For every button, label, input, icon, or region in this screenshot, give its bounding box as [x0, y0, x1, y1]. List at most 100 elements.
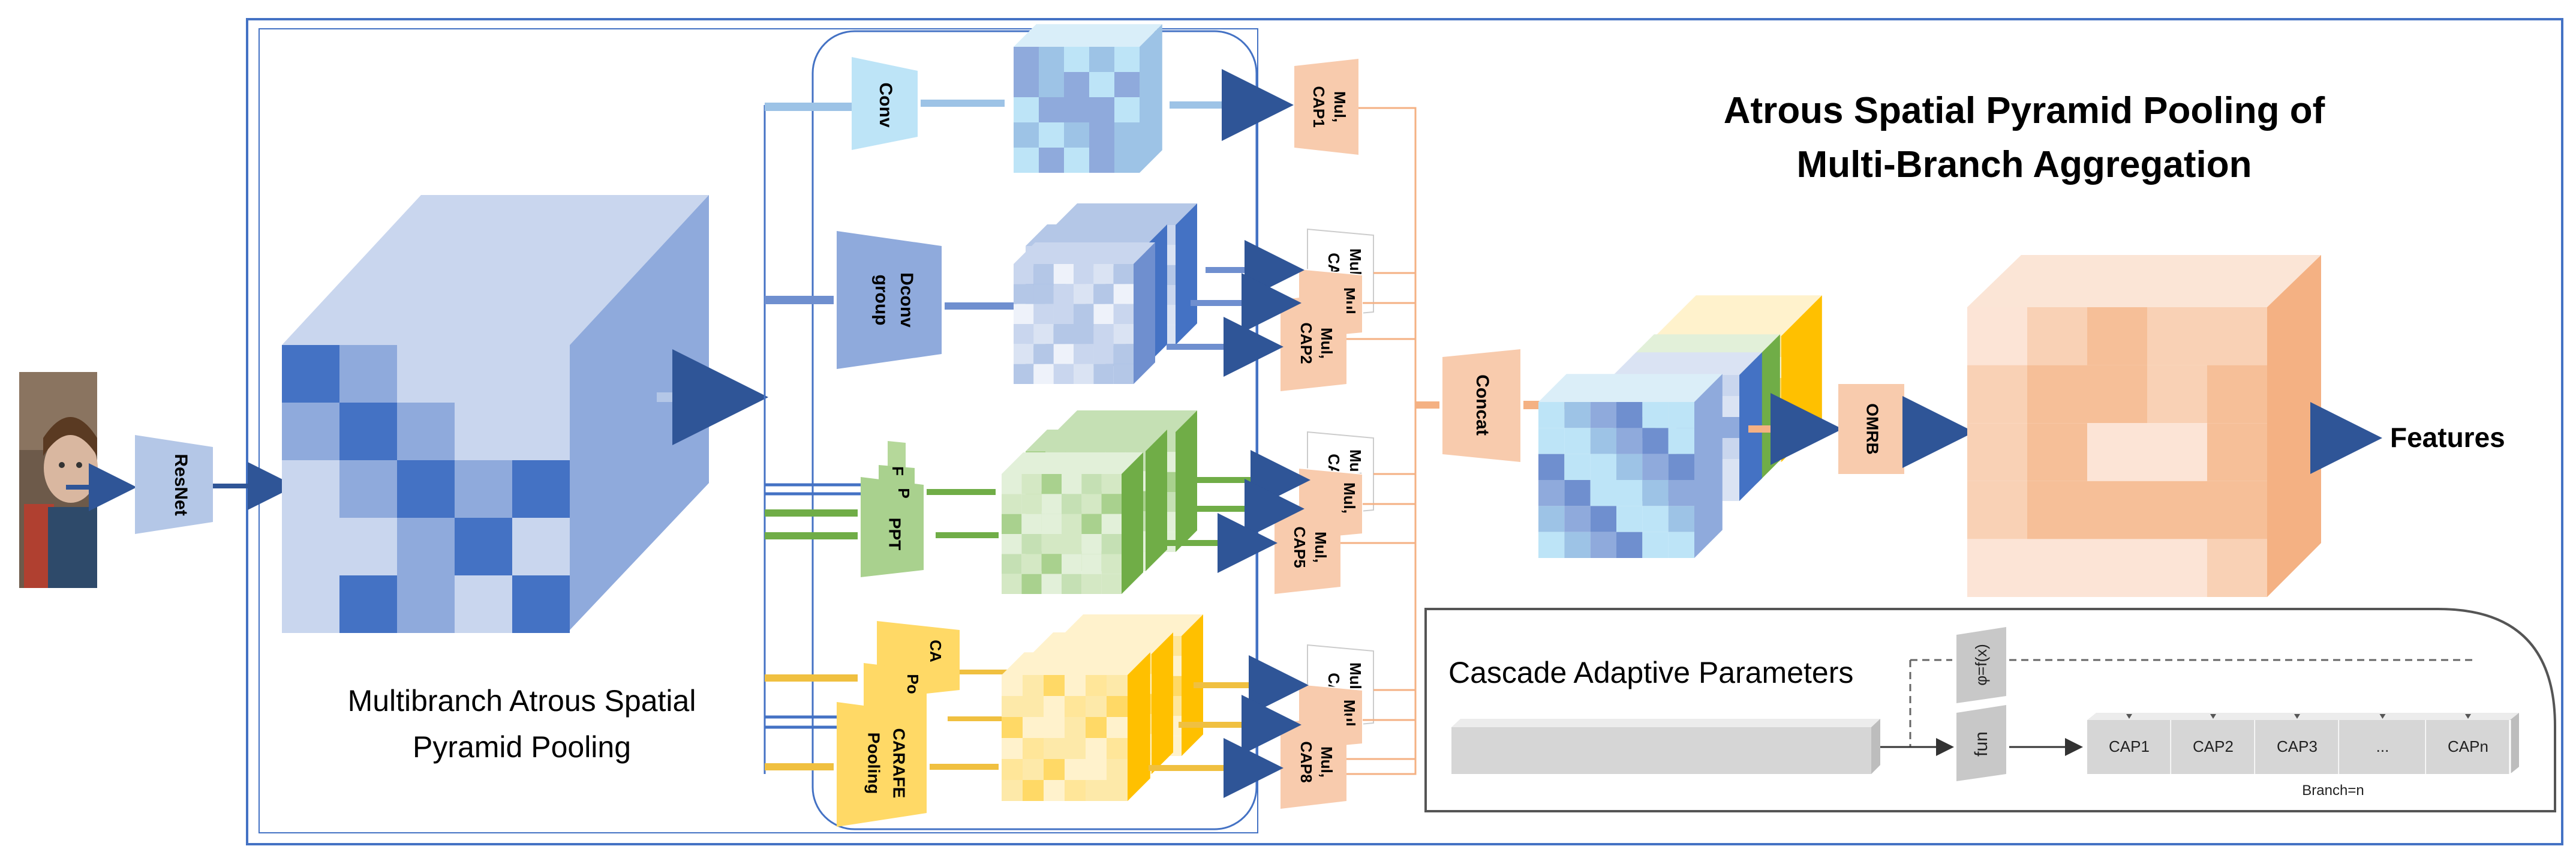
conv-fmap-cell — [1064, 148, 1089, 173]
carafe-fmap-front-cell — [1002, 738, 1023, 759]
cap-input-marker — [2379, 714, 2386, 719]
ppt-fmap-front-side — [1122, 452, 1143, 594]
carafe-fmap-front-cell — [1086, 696, 1107, 717]
conv-fmap-cell — [1039, 47, 1064, 72]
cap-cell-label: CAP2 — [2193, 737, 2234, 755]
dconv-block — [837, 231, 942, 369]
output-cube-cell — [2027, 307, 2087, 365]
cap8-label-1: Mul, — [1318, 746, 1336, 778]
conv-fmap-cell — [1039, 72, 1064, 97]
dconv-fmap-front-cell — [1014, 304, 1034, 324]
carafe-fmap-front-cell — [1023, 717, 1044, 738]
cascade-title: Cascade Adaptive Parameters — [1448, 656, 1853, 689]
output-feature-cube — [1967, 255, 2321, 597]
cap-cell — [2339, 720, 2426, 774]
carafe-fmap-front-cell — [1002, 696, 1023, 717]
dconv-fmap-front-cell — [1074, 364, 1094, 384]
carafe-fmap-front-cell — [1044, 759, 1065, 780]
concat-front-cell — [1564, 454, 1591, 480]
dconv-fmap-back-side — [1176, 203, 1197, 345]
dconv-fmap-front-cell — [1113, 344, 1134, 364]
conv-block — [852, 57, 918, 150]
carafe-fmap-front-top — [1002, 652, 1150, 675]
concat-front-cell — [1590, 428, 1616, 454]
dconv-fmap-front-cell — [1074, 304, 1094, 324]
ppt-fmap-front-cell — [1021, 574, 1042, 594]
ppt-fmap-front-cell — [1021, 554, 1042, 574]
ppt-fmap-front-cell — [1081, 494, 1102, 514]
concat-front-cell — [1668, 480, 1694, 506]
concat-front-cell — [1538, 506, 1565, 532]
carafe-feature-map — [1002, 614, 1203, 801]
ppt-fmap-front-cell — [1101, 514, 1122, 534]
concat-front-cell — [1590, 532, 1616, 558]
cap-input-marker — [2294, 714, 2300, 719]
ppt-back1-label: P — [895, 488, 913, 498]
concat-front-cell — [1538, 454, 1565, 480]
big-cube-cell — [397, 575, 455, 633]
conv-fmap-cell — [1089, 148, 1114, 173]
ppt-fmap-front-cell — [1021, 534, 1042, 554]
carafe-fmap-back-top — [1062, 614, 1203, 636]
ppt-fmap-front-cell — [1062, 534, 1082, 554]
ppt-fmap-mid-top — [1026, 430, 1167, 451]
big-cube-cell — [397, 403, 455, 460]
output-cube-cell — [2147, 307, 2207, 365]
ppt-fmap-front-cell — [1002, 494, 1022, 514]
cap-cell — [2171, 720, 2255, 774]
ppt-fmap-mid-side — [1146, 430, 1167, 571]
dconv-fmap-front-cell — [1093, 344, 1114, 364]
big-cube-cell — [397, 345, 455, 403]
concat-collector-lines — [1340, 107, 1417, 775]
ppt-fmap-front-cell — [1062, 554, 1082, 574]
concat-front-cell — [1642, 532, 1669, 558]
cap-input-marker — [2126, 714, 2132, 719]
dconv-fmap-front-cell — [1074, 284, 1094, 304]
output-cube-cell — [2207, 423, 2267, 481]
ppt-fmap-front-cell — [1101, 534, 1122, 554]
multibranch-caption-2: Pyramid Pooling — [413, 730, 631, 764]
ppt-fmap-front-cell — [1002, 574, 1022, 594]
dconv-fmap-front-cell — [1014, 364, 1034, 384]
carafe-fmap-front-cell — [1065, 759, 1086, 780]
carafe-fmap-front-cell — [1023, 675, 1044, 696]
carafe-fmap-front-cell — [1107, 675, 1128, 696]
conv-fmap-cell — [1089, 72, 1114, 97]
ppt-fmap-front-cell — [1081, 554, 1102, 574]
carafe-fmap-front-cell — [1107, 780, 1128, 801]
dconv-fmap-front-cell — [1053, 324, 1074, 344]
dconv-fmap-front-cell — [1093, 264, 1114, 284]
cascade-panel: Cascade Adaptive Parameters φ=f(x) fun C… — [1424, 608, 2556, 812]
output-cube-cell — [2027, 481, 2087, 539]
ppt-fmap-front-cell — [1002, 474, 1022, 494]
phi-label: φ=f(x) — [1972, 644, 1990, 686]
output-cube-cell — [2027, 423, 2087, 481]
concat-front-cell — [1668, 532, 1694, 558]
carafe-fmap-front-cell — [1044, 738, 1065, 759]
conv-fmap-cell — [1064, 72, 1089, 97]
conv-fmap-cell — [1014, 72, 1039, 97]
ppt-fmap-front-cell — [1002, 534, 1022, 554]
ppt-fmap-front-cell — [1021, 474, 1042, 494]
carafe-fmap-front-cell — [1044, 717, 1065, 738]
output-cube-cell — [2027, 539, 2087, 597]
dconv-fmap-front-cell — [1113, 324, 1134, 344]
ppt-fmap-front-cell — [1101, 494, 1122, 514]
carafe-fmap-front-side — [1128, 652, 1150, 801]
ppt-fmap-front-cell — [1041, 494, 1062, 514]
cap1-label-2: CAP1 — [1310, 86, 1328, 127]
ppt-fmap-back-top — [1056, 410, 1197, 432]
ppt-feature-map — [1002, 410, 1197, 594]
concat-blue-top — [1613, 352, 1762, 375]
ppt-fmap-front-cell — [1021, 494, 1042, 514]
carafe-block — [837, 702, 927, 827]
concat-front-cell — [1564, 532, 1591, 558]
diagram-title-line2: Multi-Branch Aggregation — [1797, 144, 2252, 185]
dconv-fmap-front-cell — [1033, 344, 1054, 364]
conv-fmap-cell — [1089, 97, 1114, 122]
carafe-fmap-front-cell — [1023, 759, 1044, 780]
ppt-fmap-front-cell — [1002, 554, 1022, 574]
concat-front-cell — [1668, 506, 1694, 532]
dconv-fmap-back-top — [1056, 203, 1197, 225]
cap1-label-1: Mul, — [1331, 91, 1349, 122]
